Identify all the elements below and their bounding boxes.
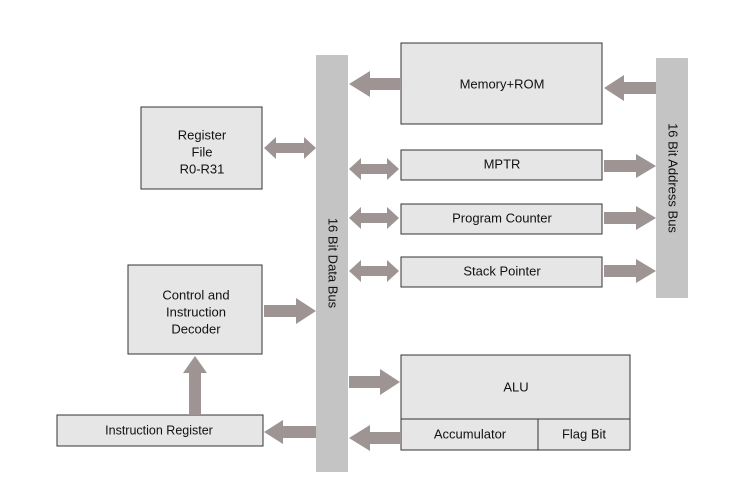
control-decoder-label-line1: Control and	[162, 287, 229, 302]
arrow-data-bus-mptr	[349, 158, 399, 180]
arrow-data-bus-to-instruction-register	[264, 420, 316, 444]
instruction-register-block	[56, 414, 264, 447]
accumulator-label: Accumulator	[434, 426, 507, 441]
data-bus-label: 16 Bit Data Bus	[326, 218, 341, 309]
flag-bit-block	[537, 418, 631, 451]
arrow-accumulator-to-data-bus	[349, 425, 401, 451]
register-file-label-line3: R0-R31	[180, 161, 225, 176]
arrow-memory-to-data-bus	[349, 71, 401, 97]
flag-bit-label: Flag Bit	[562, 426, 606, 441]
address-bus	[656, 58, 688, 298]
program-counter-label: Program Counter	[452, 210, 552, 225]
arrow-instruction-register-to-decoder	[183, 356, 207, 415]
instruction-register-label: Instruction Register	[105, 423, 213, 437]
mptr-label: MPTR	[484, 156, 521, 171]
arrow-mptr-to-address-bus	[604, 154, 656, 178]
register-file-label-line2: File	[192, 144, 213, 159]
stack-pointer-block	[400, 256, 603, 288]
arrow-data-bus-stack-pointer	[349, 260, 399, 282]
arrow-data-bus-to-control-decoder	[264, 298, 316, 324]
stack-pointer-label: Stack Pointer	[463, 263, 541, 278]
control-decoder-label-line3: Decoder	[171, 321, 221, 336]
control-decoder-label-line2: Instruction	[166, 304, 226, 319]
memory-rom-block	[400, 42, 603, 125]
arrow-program-counter-to-address-bus	[604, 206, 656, 230]
mptr-block	[400, 149, 603, 181]
arrow-data-bus-program-counter	[349, 207, 399, 229]
arrow-register-file-data-bus	[264, 137, 316, 159]
address-bus-label: 16 Bit Address Bus	[666, 123, 681, 233]
arrow-address-bus-to-memory	[604, 75, 656, 101]
data-bus	[316, 55, 348, 472]
register-file-block	[140, 106, 263, 190]
control-decoder-block	[127, 264, 263, 355]
memory-rom-label: Memory+ROM	[460, 76, 545, 91]
arrow-stack-pointer-to-address-bus	[604, 259, 656, 283]
register-file-label-line1: Register	[178, 127, 227, 142]
alu-label: ALU	[503, 379, 528, 394]
program-counter-block	[400, 203, 603, 235]
arrow-data-bus-to-alu	[349, 369, 400, 395]
accumulator-block	[400, 418, 539, 451]
alu-block	[400, 354, 631, 420]
